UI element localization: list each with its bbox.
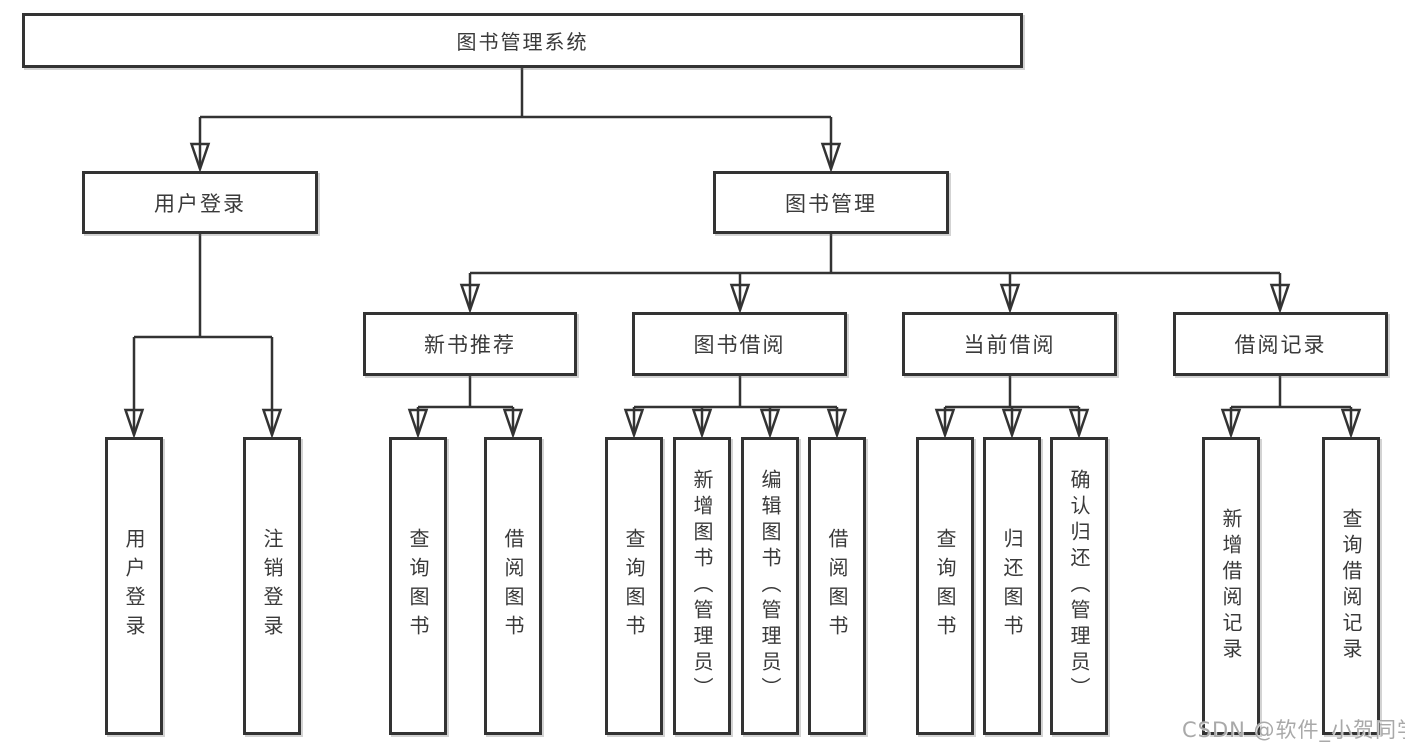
watermark: CSDN @软件_小贺同学 — [1182, 718, 1405, 742]
node-label: 查询图书 — [622, 528, 646, 644]
node-label: 用户登录 — [154, 191, 246, 216]
node-label: 借阅图书 — [501, 528, 525, 644]
leaf-query-borrow-record: 查询借阅记录 — [1322, 437, 1380, 735]
leaf-add-borrow-record: 新增借阅记录 — [1202, 437, 1260, 735]
node-book-management: 图书管理 — [713, 171, 949, 234]
leaf-user-login: 用户登录 — [105, 437, 163, 735]
node-borrow-records: 借阅记录 — [1173, 312, 1388, 376]
node-label: 确认归还（管理员） — [1067, 469, 1091, 703]
leaf-query-books-recommend: 查询图书 — [389, 437, 447, 735]
node-label: 新书推荐 — [424, 333, 516, 357]
leaf-return-books: 归还图书 — [983, 437, 1041, 735]
node-current-borrow: 当前借阅 — [902, 312, 1117, 376]
leaf-borrow-books-recommend: 借阅图书 — [484, 437, 542, 735]
node-label: 归还图书 — [1000, 528, 1024, 644]
leaf-confirm-return-admin: 确认归还（管理员） — [1050, 437, 1108, 735]
node-label: 借阅图书 — [825, 528, 849, 644]
node-root: 图书管理系统 — [22, 13, 1023, 68]
node-label: 查询图书 — [933, 528, 957, 644]
leaf-query-books-current: 查询图书 — [916, 437, 974, 735]
leaf-edit-books-admin: 编辑图书（管理员） — [741, 437, 799, 735]
node-new-book-recommend: 新书推荐 — [363, 312, 577, 376]
leaf-logout: 注销登录 — [243, 437, 301, 735]
node-label: 编辑图书（管理员） — [758, 469, 782, 703]
node-label: 注销登录 — [260, 528, 284, 644]
node-label: 新增图书（管理员） — [690, 469, 714, 703]
leaf-add-books-admin: 新增图书（管理员） — [673, 437, 731, 735]
node-label: 当前借阅 — [963, 333, 1056, 357]
node-label: 图书借阅 — [693, 333, 786, 357]
node-label: 图书管理 — [785, 191, 877, 216]
leaf-query-books-borrow: 查询图书 — [605, 437, 663, 735]
node-book-borrow: 图书借阅 — [632, 312, 847, 376]
leaf-borrow-books: 借阅图书 — [808, 437, 866, 735]
node-label: 查询借阅记录 — [1339, 508, 1363, 664]
node-user-login: 用户登录 — [82, 171, 318, 234]
node-label: 查询图书 — [406, 528, 430, 644]
node-label: 图书管理系统 — [456, 30, 589, 54]
node-label: 借阅记录 — [1234, 333, 1327, 357]
node-label: 新增借阅记录 — [1219, 508, 1243, 664]
node-label: 用户登录 — [122, 528, 146, 644]
